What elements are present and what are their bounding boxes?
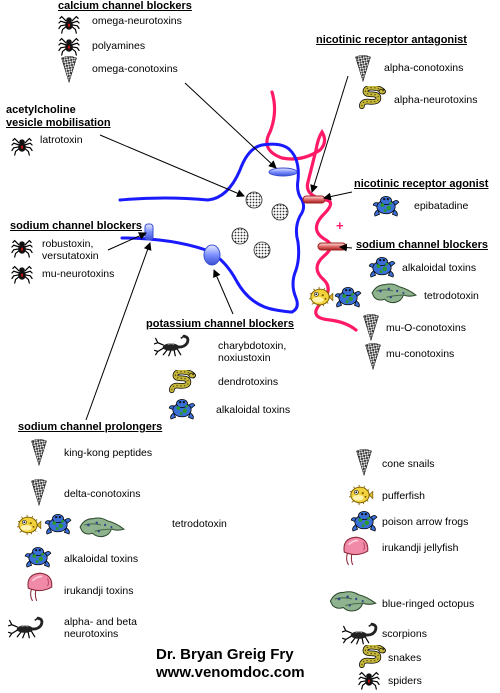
label-alkaloidal-toxins-potassium: alkaloidal toxins xyxy=(216,404,291,416)
label-tetrodotoxin-left: tetrodotoxin xyxy=(172,518,227,530)
vesicle xyxy=(253,241,271,259)
label-mu-o-conotoxins: mu-O-conotoxins xyxy=(386,322,466,334)
scorpion-icon xyxy=(153,334,190,358)
legend-pufferfish: pufferfish xyxy=(382,490,425,502)
heading-vesicle-mobilisation: vesicle mobilisation xyxy=(6,117,111,129)
credit-name: Dr. Bryan Greig Fry xyxy=(156,646,294,663)
arrow-latrotoxin xyxy=(99,134,245,197)
cone-snail-icon xyxy=(363,313,379,341)
label-delta-conotoxins: delta-conotoxins xyxy=(64,488,141,500)
arrow-nicotinic-agonist xyxy=(323,191,353,201)
legend-scorpions: scorpions xyxy=(382,628,427,640)
sodium-channel-right xyxy=(317,242,347,251)
label-neurotoxins: neurotoxins xyxy=(64,628,119,640)
scorpion-icon xyxy=(341,622,378,646)
frog-icon xyxy=(368,256,396,278)
calcium-channel xyxy=(268,167,298,177)
cone-snail-icon xyxy=(31,478,47,506)
octopus-icon xyxy=(79,517,125,538)
label-mu-neurotoxins: mu-neurotoxins xyxy=(42,268,115,280)
legend-poison-arrow-frogs: poison arrow frogs xyxy=(382,516,469,528)
spider-icon xyxy=(11,239,33,258)
legend-spiders: spiders xyxy=(388,675,422,687)
nicotinic-receptor xyxy=(302,195,326,204)
potassium-channel xyxy=(203,244,221,266)
sodium-channel-left xyxy=(144,223,154,241)
label-tetrodotoxin-right: tetrodotoxin xyxy=(424,290,479,302)
cone-snail-icon xyxy=(31,438,47,466)
label-epibatadine: epibatadine xyxy=(414,200,469,212)
jellyfish-icon xyxy=(27,572,53,602)
spider-icon xyxy=(358,671,380,690)
legend-irukandji-jellyfish: irukandji jellyfish xyxy=(382,542,459,554)
neuron-membrane-lower xyxy=(120,236,294,314)
label-omega-conotoxins: omega-conotoxins xyxy=(92,63,178,75)
heading-nicotinic-receptor-antagonist: nicotinic receptor antagonist xyxy=(316,34,467,46)
octopus-icon xyxy=(329,591,377,612)
cone-snail-icon xyxy=(365,342,381,370)
heading-nicotinic-receptor-agonist: nicotinic receptor agonist xyxy=(354,178,489,190)
arrow-nicotinic-antagonist xyxy=(310,75,349,193)
octopus-icon xyxy=(371,283,417,304)
frog-icon xyxy=(350,510,378,532)
label-robustoxin: robustoxin, xyxy=(42,238,94,250)
spider-icon xyxy=(11,137,33,156)
frog-icon xyxy=(334,286,362,308)
arrow-sodium-prolongers xyxy=(85,242,152,421)
legend-snakes: snakes xyxy=(388,652,422,664)
arrow-potassium xyxy=(213,269,234,315)
legend-cone-snails: cone snails xyxy=(382,458,435,470)
heading-potassium-channel-blockers: potassium channel blockers xyxy=(146,318,294,330)
spider-icon xyxy=(58,37,80,56)
cone-snail-icon xyxy=(355,54,371,82)
heading-sodium-channel-prolongers: sodium channel prolongers xyxy=(18,421,163,433)
arrow-calcium xyxy=(184,82,277,169)
snake-icon xyxy=(362,647,386,666)
arrow-sodium-blockers-right xyxy=(339,243,353,252)
label-alpha-and-beta: alpha- and beta xyxy=(64,616,137,628)
heading-sodium-channel-blockers-left: sodium channel blockers xyxy=(10,220,143,232)
acetylcholine-vesicles xyxy=(231,191,289,259)
label-king-kong-peptides: king-kong peptides xyxy=(64,447,153,459)
snake-icon xyxy=(362,88,386,107)
vesicle xyxy=(231,227,249,245)
frog-icon xyxy=(168,398,196,420)
frog-icon xyxy=(44,513,72,535)
label-alpha-conotoxins: alpha-conotoxins xyxy=(384,62,464,74)
arrow-sodium-blockers-left xyxy=(107,232,147,251)
heading-calcium-channel-blockers: calcium channel blockers xyxy=(58,0,192,12)
label-irukandji-toxins: irukandji toxins xyxy=(64,585,134,597)
spider-icon xyxy=(58,15,80,34)
label-polyamines: polyamines xyxy=(92,40,146,52)
pufferfish-icon xyxy=(16,514,42,536)
frog-icon xyxy=(372,195,400,217)
spider-icon xyxy=(11,265,33,284)
label-latrotoxin: latrotoxin xyxy=(40,134,83,146)
heading-acetylcholine: acetylcholine xyxy=(6,104,76,116)
pufferfish-icon xyxy=(348,484,374,506)
neuron-membrane-upper xyxy=(118,142,306,314)
label-mu-conotoxins: mu-conotoxins xyxy=(386,348,455,360)
plus-sign: + xyxy=(336,218,344,233)
credit-website: www.venomdoc.com xyxy=(156,664,305,681)
frog-icon xyxy=(24,546,52,568)
cone-snail-icon xyxy=(356,448,372,476)
scorpion-icon xyxy=(7,616,44,640)
vesicle xyxy=(271,203,289,221)
legend-blue-ringed-octopus: blue-ringed octopus xyxy=(382,598,475,610)
cone-snail-icon xyxy=(61,55,77,83)
label-noxiustoxin: noxiustoxin xyxy=(218,352,271,364)
label-alkaloidal-toxins-left: alkaloidal toxins xyxy=(64,553,139,565)
label-omega-neurotoxins: omega-neurotoxins xyxy=(92,15,182,27)
label-dendrotoxins: dendrotoxins xyxy=(218,376,279,388)
label-versutatoxin: versutatoxin xyxy=(42,250,99,262)
label-charybdotoxin: charybdotoxin, xyxy=(218,340,287,352)
jellyfish-icon xyxy=(343,536,369,566)
label-alkaloidal-toxins-right: alkaloidal toxins xyxy=(402,262,477,274)
label-alpha-neurotoxins: alpha-neurotoxins xyxy=(394,94,478,106)
snake-icon xyxy=(172,372,196,391)
vesicle xyxy=(245,191,263,209)
heading-sodium-channel-blockers-right: sodium channel blockers xyxy=(356,239,489,251)
